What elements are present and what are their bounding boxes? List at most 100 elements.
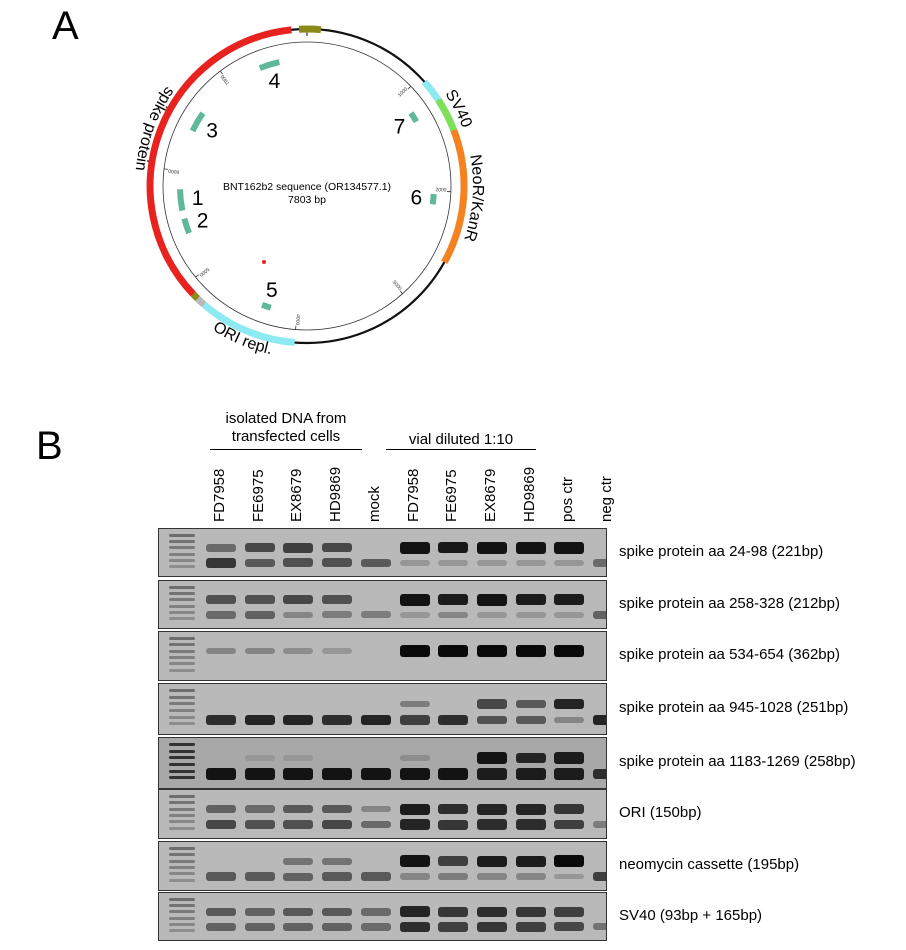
gel-band (515, 560, 546, 566)
gel-band (206, 557, 236, 568)
ladder-lane (169, 635, 195, 677)
gel-band (244, 755, 275, 761)
gel-row-label: spike protein aa 24-98 (221bp) (619, 542, 824, 560)
tick-label: 4000 (294, 314, 301, 326)
ladder-band (169, 546, 195, 550)
gel-band (206, 819, 236, 830)
gel-band (554, 542, 585, 554)
feature-grey-segment (195, 295, 207, 308)
gel-band (206, 611, 236, 619)
gel-band (438, 873, 469, 880)
ladder-lane (169, 845, 195, 887)
gel-band (438, 819, 469, 830)
ladder-lane (169, 793, 195, 835)
gel-row (158, 631, 607, 681)
gel-band (399, 803, 430, 815)
ladder-lane (169, 896, 195, 937)
gel-band (515, 768, 546, 780)
gel-row-label: spike protein aa 258-328 (212bp) (619, 594, 840, 612)
gel-band (554, 819, 585, 830)
amplicon-label-5: 5 (266, 279, 278, 302)
ladder-band (169, 558, 195, 562)
lane-label: HD9869 (520, 466, 538, 522)
ladder-band (169, 722, 195, 726)
gel-band (244, 922, 275, 931)
ladder-band (169, 916, 195, 920)
gel-band (438, 804, 469, 815)
ladder-band (169, 859, 195, 863)
gel-band (554, 612, 585, 618)
gel-band (322, 595, 353, 605)
gel-band (438, 542, 469, 554)
gel-band (244, 543, 275, 553)
gel-band (515, 715, 546, 725)
gel-band (244, 872, 275, 881)
plasmid-features (146, 25, 468, 346)
gel-band (322, 872, 353, 881)
gel-band (322, 648, 353, 654)
gel-band (283, 543, 314, 553)
ladder-band (169, 826, 195, 830)
gel-band (399, 855, 430, 867)
gel-band (283, 820, 314, 829)
gel-row-label: neomycin cassette (195bp) (619, 856, 800, 873)
gel-band (438, 714, 469, 726)
gel-row-label: spike protein aa 945-1028 (251bp) (619, 699, 849, 716)
ladder-band (169, 616, 195, 620)
lane-label: FD7958 (404, 468, 422, 522)
gel-band (476, 803, 507, 815)
feature-sv40-cyan (421, 79, 442, 102)
group-label-vial: vial diluted 1:10 (408, 431, 514, 448)
gel-band (476, 752, 507, 764)
gel-band (515, 594, 546, 606)
ladder-band (169, 776, 195, 780)
gel-band (244, 558, 275, 568)
gel-band (554, 855, 585, 868)
tick-label: 1000 (397, 86, 409, 98)
gel-band (283, 922, 314, 931)
gel-band (322, 768, 353, 780)
tick-label: 3000 (391, 279, 403, 291)
gel-band (399, 645, 430, 658)
ladder-band (169, 552, 195, 556)
ladder-lane (169, 741, 195, 785)
tick-label: 5000 (198, 266, 211, 278)
gel-band (399, 873, 430, 880)
ladder-band (169, 534, 195, 537)
gel-band (593, 821, 606, 828)
amplicon-label-7: 7 (394, 115, 406, 138)
gel-band (206, 595, 236, 605)
gel-row-label: spike protein aa 1183-1269 (258bp) (619, 753, 856, 770)
gel-band (515, 855, 546, 867)
feature-spike-protein (146, 26, 292, 297)
ladder-band (169, 898, 195, 901)
ladder-lane (169, 532, 195, 573)
gel-band (206, 544, 236, 552)
origin-dot (262, 260, 266, 264)
gel-band (360, 714, 391, 726)
lane-label: neg ctr (598, 476, 615, 522)
gel-band (515, 922, 546, 932)
lane-label: FE6975 (249, 469, 267, 522)
ladder-band (169, 904, 195, 908)
lane-label: FE6975 (443, 469, 461, 522)
gel-band (554, 560, 585, 566)
tick-mark (407, 85, 412, 90)
tick-mark (219, 70, 223, 75)
gel-band (554, 907, 585, 917)
gel-band (399, 921, 430, 933)
gel-row-label: spike protein aa 534-654 (362bp) (619, 646, 840, 663)
gel-band (515, 752, 546, 764)
feature-neor-kanr (441, 129, 468, 264)
amplicon-5 (261, 301, 272, 311)
amplicon-1 (177, 189, 186, 212)
ladder-band (169, 795, 195, 798)
ladder-band (169, 807, 195, 811)
gel-row (158, 580, 607, 629)
gel-band (399, 542, 430, 554)
gel-band (438, 611, 469, 619)
gel-band (206, 805, 236, 814)
gel-band (360, 611, 391, 619)
